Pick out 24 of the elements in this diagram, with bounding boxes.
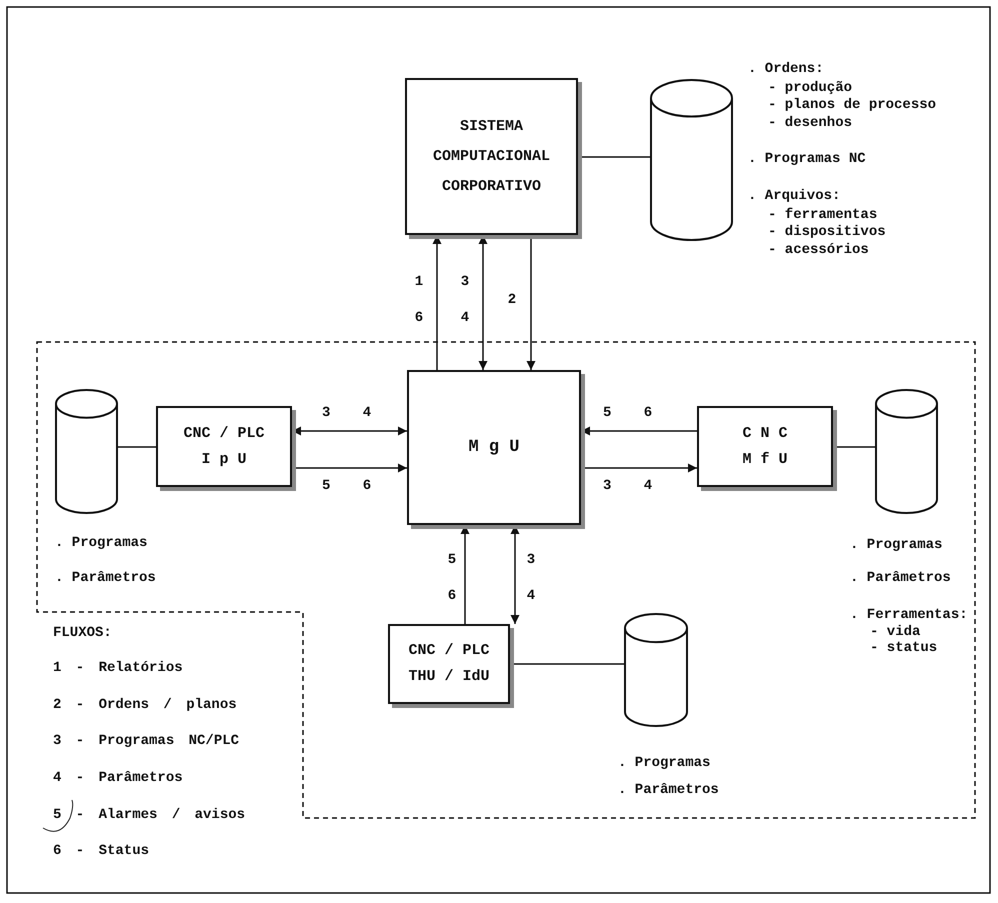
list-item: - produção: [768, 80, 852, 96]
legend-item: 6 - Status: [53, 843, 150, 859]
legend-heading: FLUXOS:: [53, 625, 112, 641]
box-label: CNC / PLC: [408, 641, 490, 661]
box-label: M f U: [742, 450, 788, 470]
connector-line: [118, 446, 156, 448]
box-label: C N C: [742, 424, 788, 444]
legend-item: 5 - Alarmes / avisos: [53, 807, 246, 823]
list-item: - dispositivos: [768, 224, 886, 240]
box-label: SISTEMA COMPUTACIONAL CORPORATIVO: [432, 116, 552, 196]
list-item: . Arquivos:: [748, 188, 840, 204]
list-item: . Programas NC: [748, 151, 866, 167]
box-label: I p U: [201, 450, 246, 470]
list-item: . Programas: [618, 755, 710, 771]
legend-item: 2 - Ordens / planos: [53, 697, 237, 713]
legend-item: 1 - Relatórios: [53, 660, 183, 676]
list-item: - planos de processo: [768, 97, 936, 113]
box-label: M g U: [468, 438, 520, 458]
legend-item: 4 - Parâmetros: [53, 770, 183, 786]
list-item: . Programas: [850, 537, 942, 553]
legend-item: 3 - Programas NC/PLC: [53, 733, 240, 749]
list-item: . Programas: [55, 535, 148, 551]
box-label: CNC / PLC: [183, 424, 264, 444]
box-label: THU / IdU: [408, 667, 490, 687]
